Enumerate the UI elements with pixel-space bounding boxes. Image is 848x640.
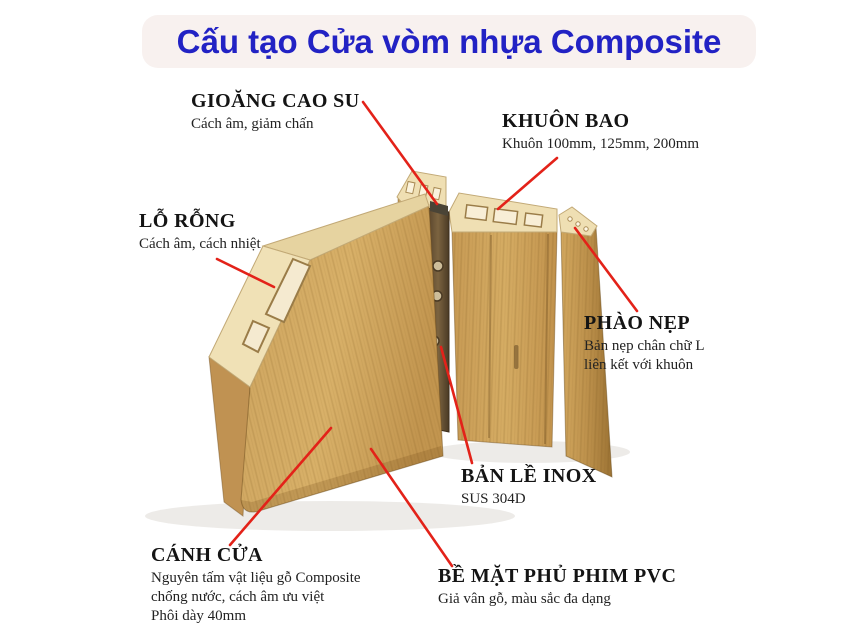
frame-slot: [514, 345, 519, 369]
label-line: Bản nẹp chân chữ L: [584, 338, 705, 354]
label-line: Giả vân gỗ, màu sắc đa dạng: [438, 591, 611, 607]
label-line: Khuôn 100mm, 125mm, 200mm: [502, 136, 700, 152]
door-shadow: [145, 501, 515, 531]
label-heading: BẢN LỀ INOX: [461, 465, 597, 487]
leader-line-canh-cua: [228, 426, 333, 547]
rubber-gasket: [430, 201, 448, 216]
label-line: Cách âm, cách nhiệt: [139, 236, 261, 252]
hollow-chamber-small: [241, 319, 271, 354]
label-heading: CÁNH CỬA: [151, 544, 263, 566]
label-khuon-bao: KHUÔN BAO Khuôn 100mm, 125mm, 200mm: [502, 110, 699, 154]
label-line: Cách âm, giảm chấn: [191, 116, 314, 132]
label-gioang-cao-su: GIOĂNG CAO SU Cách âm, giảm chấn: [191, 90, 360, 134]
label-heading: KHUÔN BAO: [502, 110, 630, 132]
label-line: chống nước, cách âm ưu việt: [151, 589, 325, 606]
leader-line-gioang-cao-su: [361, 100, 439, 206]
leader-line-ban-le-inox: [439, 345, 474, 465]
leader-line-lo-rong: [215, 257, 276, 289]
hinge-screw: [432, 260, 444, 272]
label-line: Nguyên tấm vật liệu gỗ Composite: [151, 570, 361, 586]
leader-line-phao-nep: [573, 226, 639, 313]
door-frame: [448, 192, 558, 448]
label-heading: GIOĂNG CAO SU: [191, 90, 360, 112]
label-heading: LỖ RỖNG: [139, 210, 236, 232]
page-title: Cấu tạo Cửa vòm nhựa Composite: [176, 22, 722, 60]
label-heading: PHÀO NẸP: [584, 312, 690, 334]
label-be-mat-phu-phim-pvc: BỀ MẶT PHỦ PHIM PVC Giả vân gỗ, màu sắc …: [438, 565, 676, 609]
label-line: liên kết với khuôn: [584, 357, 694, 374]
label-ban-le-inox: BẢN LỀ INOX SUS 304D: [461, 465, 597, 509]
label-line: SUS 304D: [461, 491, 526, 507]
molding: [558, 206, 613, 478]
label-canh-cua: CÁNH CỬA Nguyên tấm vật liệu gỗ Composit…: [151, 544, 361, 627]
hollow-chamber-large: [264, 257, 312, 324]
label-lo-rong: LỖ RỖNG Cách âm, cách nhiệt: [139, 210, 261, 254]
label-heading: BỀ MẶT PHỦ PHIM PVC: [438, 565, 677, 587]
label-phao-nep: PHÀO NẸP Bản nẹp chân chữ L liên kết với…: [584, 312, 705, 375]
title-banner: Cấu tạo Cửa vòm nhựa Composite: [142, 15, 756, 68]
leader-line-khuon-bao: [496, 156, 559, 211]
leader-line-be-mat: [369, 447, 454, 568]
door-leaf: [208, 193, 444, 517]
label-line: Phôi dày 40mm: [151, 608, 247, 625]
